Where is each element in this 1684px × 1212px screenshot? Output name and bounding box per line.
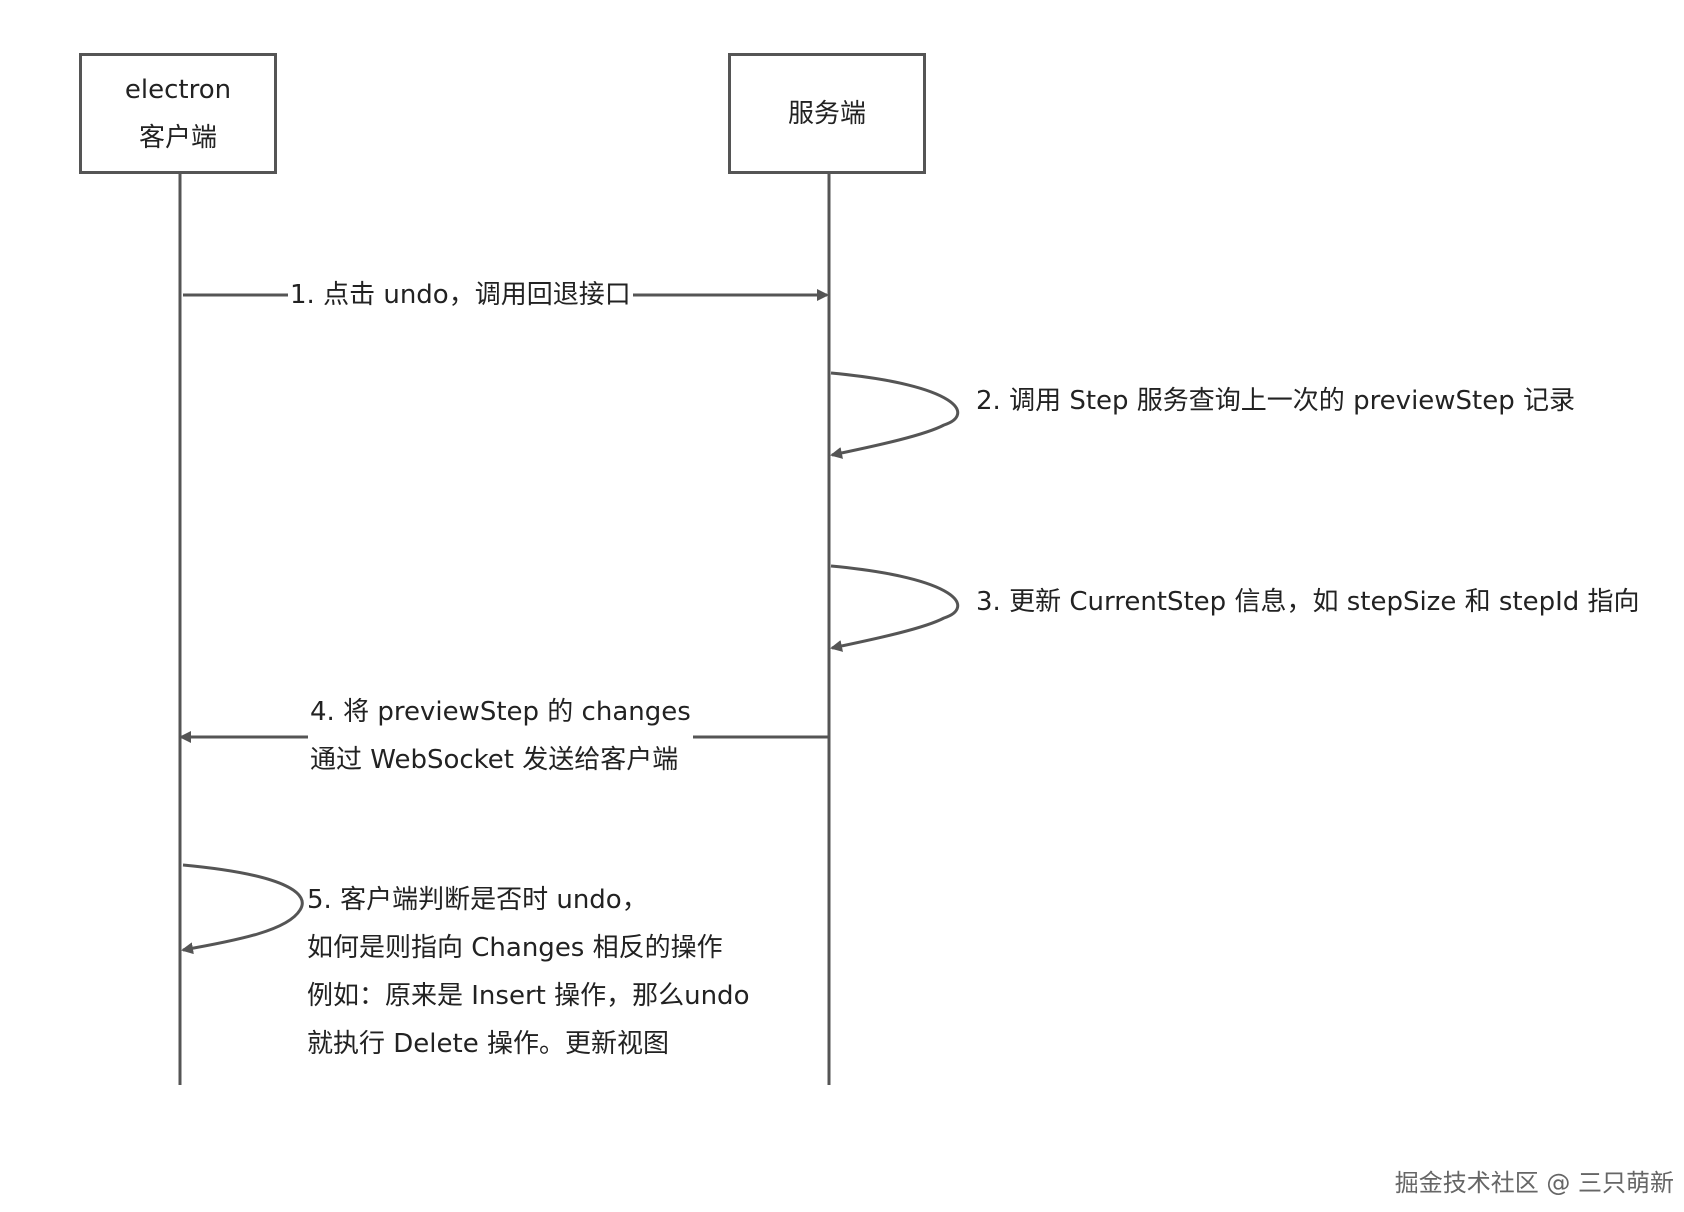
- client-actor-line2: 客户端: [138, 122, 217, 153]
- message-5-label: 5. 客户端判断是否时 undo， 如何是则指向 Changes 相反的操作 例…: [305, 876, 751, 1068]
- message-2-label: 2. 调用 Step 服务查询上一次的 previewStep 记录: [976, 386, 1576, 416]
- message-4-label: 4. 将 previewStep 的 changes 通过 WebSocket …: [308, 688, 693, 784]
- message-5-line4: 就执行 Delete 操作。更新视图: [307, 1029, 669, 1059]
- message-5-self-arrow: [181, 863, 304, 955]
- message-4-line2: 通过 WebSocket 发送给客户端: [308, 736, 693, 784]
- message-4-line1: 4. 将 previewStep 的 changes: [308, 688, 693, 736]
- message-5-line1: 5. 客户端判断是否时 undo，: [307, 885, 648, 915]
- server-actor-label: 服务端: [787, 98, 866, 129]
- message-5-line3: 例如：原来是 Insert 操作，那么undo: [307, 981, 750, 1011]
- message-1-label: 1. 点击 undo，调用回退接口: [288, 271, 633, 319]
- message-2-self-arrow: [830, 371, 960, 459]
- server-actor-box: 服务端: [728, 53, 926, 174]
- message-3-self-arrow: [830, 564, 960, 652]
- client-actor-line1: electron: [124, 74, 232, 105]
- watermark: 掘金技术社区 @ 三只萌新: [1394, 1169, 1674, 1197]
- message-3-label: 3. 更新 CurrentStep 信息，如 stepSize 和 stepId…: [976, 587, 1640, 617]
- message-5-line2: 如何是则指向 Changes 相反的操作: [307, 933, 723, 963]
- client-actor-box: electron 客户端: [79, 53, 277, 174]
